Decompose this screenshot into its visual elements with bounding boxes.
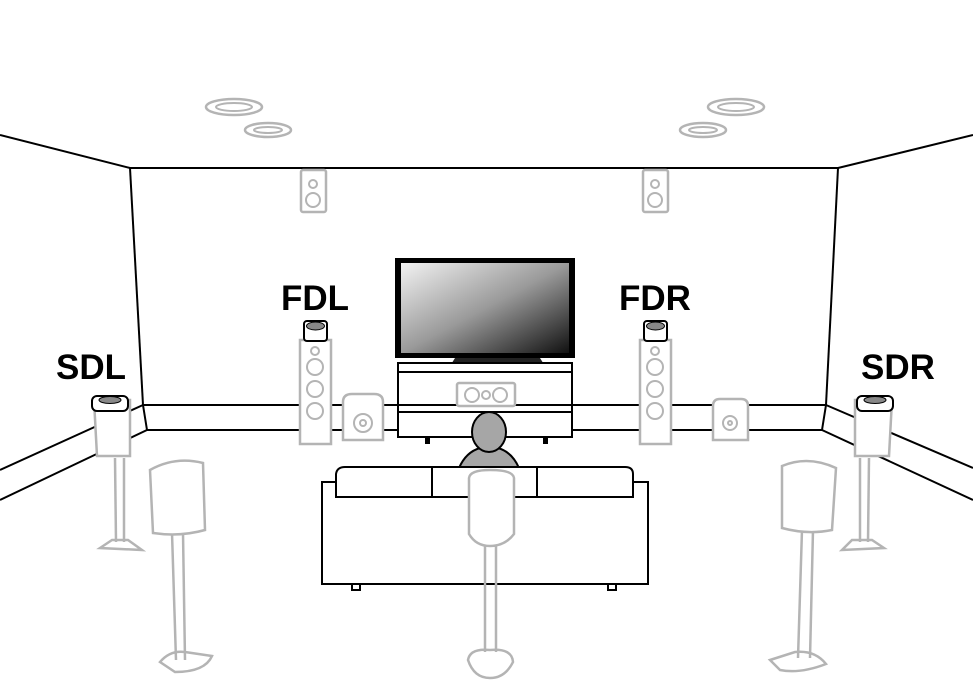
label-sdl: SDL xyxy=(56,348,126,387)
subwoofer-left xyxy=(341,392,385,442)
height-speakers xyxy=(299,168,670,214)
label-fdr: FDR xyxy=(619,279,691,318)
front-left-tower-speaker xyxy=(298,320,333,446)
label-fdl: FDL xyxy=(281,279,349,318)
subwoofer-right xyxy=(711,397,750,442)
front-center-stand-speaker xyxy=(466,468,516,680)
surround-left-speaker xyxy=(91,395,147,552)
center-speaker xyxy=(455,381,517,408)
rear-left-speaker xyxy=(148,459,214,674)
ceiling-speakers xyxy=(204,97,766,139)
television xyxy=(395,258,575,366)
listener xyxy=(457,411,521,469)
rear-right-speaker xyxy=(767,459,838,673)
front-right-tower-speaker xyxy=(638,320,673,446)
label-sdr: SDR xyxy=(861,348,935,387)
surround-right-speaker xyxy=(838,395,894,552)
